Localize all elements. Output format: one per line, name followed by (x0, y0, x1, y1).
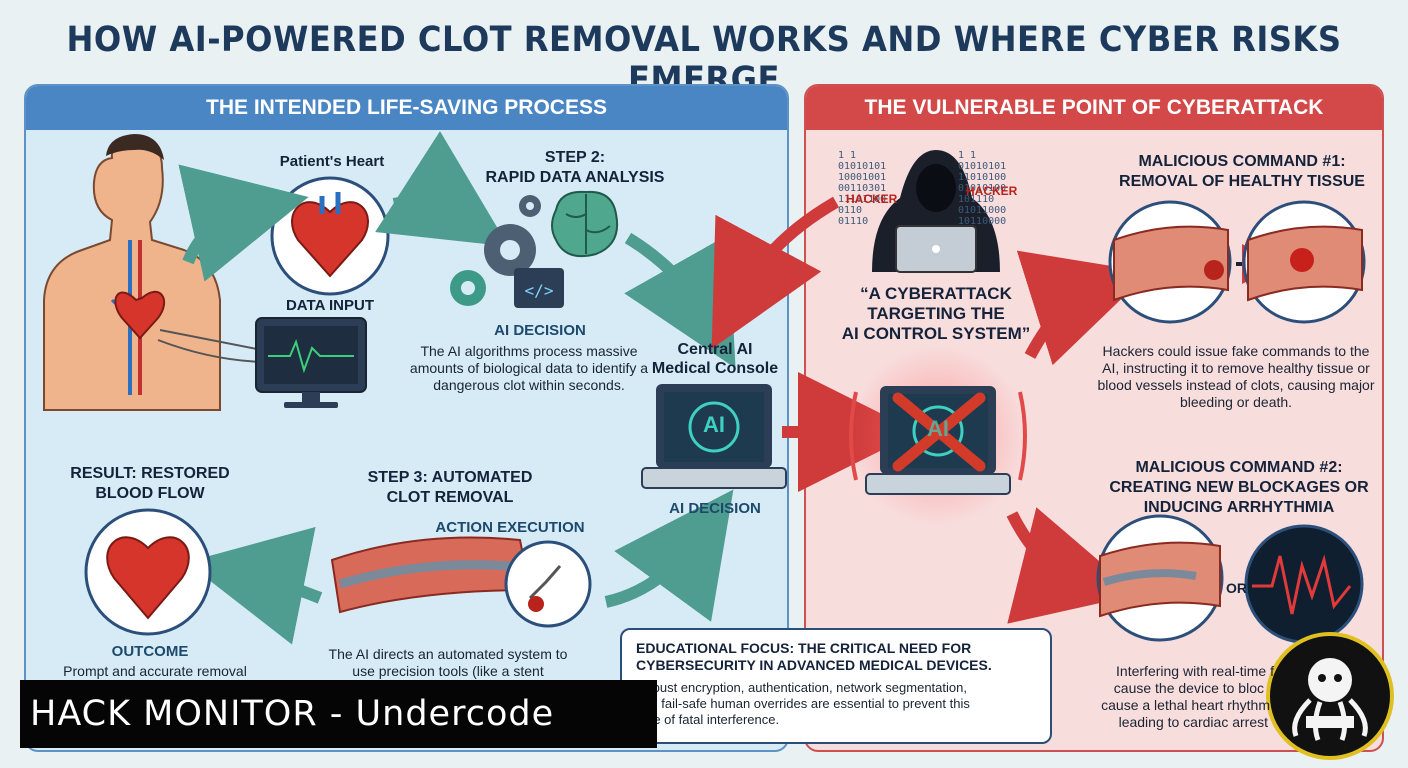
watermark-banner: HACK MONITOR - Undercode (20, 680, 657, 748)
command-1-description: Hackers could issue fake commands to the… (1097, 343, 1375, 410)
result-title-line2: BLOOD FLOW (95, 485, 205, 502)
flow-arrow-console-to-removal (604, 489, 734, 622)
console-screen-label: AI (703, 412, 725, 437)
attack-arrow-to-command-1 (1016, 250, 1150, 366)
ai-decision-label-analysis: AI DECISION (494, 322, 586, 339)
analysis-illustration: </> (450, 190, 618, 308)
command-2-title-line3: INDUCING ARRHYTHMIA (1143, 499, 1335, 516)
step-3-title-line2: CLOT REMOVAL (386, 489, 514, 506)
attack-quote-line2: TARGETING THE (867, 304, 1005, 323)
hacked-screen-label: AI (927, 416, 949, 441)
flow-arrow-patient-to-heart (178, 164, 309, 282)
result-title-line1: RESULT: RESTORED (70, 465, 230, 482)
attack-arrow-to-command-2 (1006, 507, 1139, 624)
command-2-illustrations (1096, 514, 1364, 644)
action-execution-label: ACTION EXECUTION (435, 519, 585, 536)
outcome-label: OUTCOME (111, 643, 189, 660)
hacker-tag-right: HACKER (966, 184, 1018, 198)
console-title-line1: Central AI (677, 341, 753, 358)
flow-arrow-heart-to-analysis (375, 131, 509, 247)
cyberattack-header: THE VULNERABLE POINT OF CYBERATTACK (806, 86, 1382, 130)
educational-focus-body: Robust encryption, authentication, netwo… (636, 680, 970, 727)
educational-focus-title: EDUCATIONAL FOCUS: THE CRITICAL NEED FOR… (636, 640, 992, 673)
attack-quote-line1: “A CYBERATTACK (860, 284, 1012, 303)
educational-focus-box: EDUCATIONAL FOCUS: THE CRITICAL NEED FOR… (620, 628, 1052, 744)
patient-figure (43, 134, 221, 411)
page-title: HOW AI-POWERED CLOT REMOVAL WORKS AND WH… (66, 20, 1342, 100)
command-1-title-line2: REMOVAL OF HEALTHY TISSUE (1119, 173, 1365, 190)
step-2-number: STEP 2: (544, 149, 606, 166)
command-2-description-1: Interfering with real-time f (1116, 663, 1274, 679)
console-title-line2: Medical Console (651, 360, 779, 377)
attack-quote-line3: AI CONTROL SYSTEM” (841, 324, 1031, 343)
command-2-title-line2: CREATING NEW BLOCKAGES OR (1109, 479, 1369, 496)
svg-text:</>: </> (525, 281, 554, 300)
step-2-title: RAPID DATA ANALYSIS (485, 169, 665, 186)
step-3-title-line1: STEP 3: AUTOMATED (367, 469, 533, 486)
data-input-monitor (255, 317, 367, 408)
intended-process-header: THE INTENDED LIFE-SAVING PROCESS (26, 86, 787, 130)
hacker-tag-left: HACKER (846, 192, 898, 206)
patient-heart-image (270, 176, 390, 296)
central-ai-console (641, 384, 787, 489)
step-3-description: The AI directs an automated system to us… (328, 646, 568, 679)
flow-arrow-removal-to-result (186, 526, 323, 645)
hacker-figure (872, 150, 1000, 273)
command-2-description-2: cause the device to bloc (1113, 680, 1264, 696)
command-2-title-line1: MALICIOUS COMMAND #2: (1135, 459, 1343, 476)
clot-removal-vessel (330, 536, 592, 628)
attack-arrow-hacker-to-console (711, 196, 839, 349)
ai-decision-label-console: AI DECISION (669, 500, 761, 517)
flow-arrow-analysis-to-console (624, 232, 736, 369)
command-1-vessels (1108, 200, 1366, 324)
command-1-title-line1: MALICIOUS COMMAND #1: (1138, 153, 1346, 170)
outcome-description: Prompt and accurate removal (63, 663, 247, 679)
or-label: OR (1226, 580, 1247, 596)
result-heart-image (84, 508, 212, 636)
data-input-label: DATA INPUT (285, 297, 375, 314)
command-2-description-4: leading to cardiac arrest (1118, 714, 1268, 730)
command-2-description-3: cause a lethal heart rhythm (1101, 697, 1270, 713)
hack-monitor-logo (1266, 632, 1394, 760)
patient-heart-label: Patient's Heart (279, 153, 385, 170)
step-2-description: The AI algorithms process massive amount… (409, 343, 649, 393)
hacked-ai-console (848, 346, 1028, 526)
